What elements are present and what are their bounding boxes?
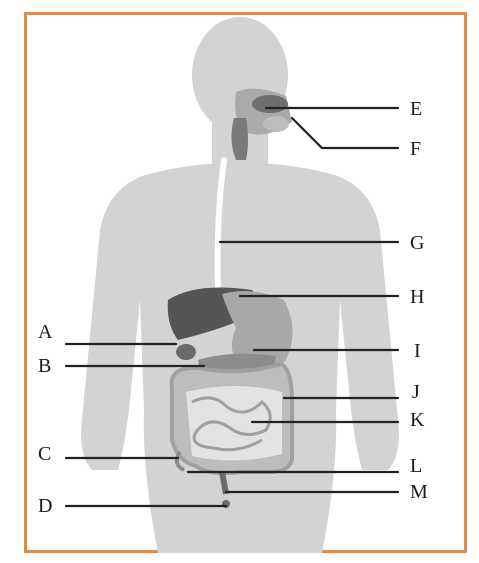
label-k: K — [410, 409, 425, 431]
label-g: G — [410, 232, 424, 254]
label-e: E — [410, 98, 422, 120]
gallbladder — [176, 344, 196, 360]
label-m: M — [410, 481, 428, 503]
label-i: I — [414, 340, 421, 362]
label-f: F — [410, 138, 421, 160]
label-h: H — [410, 286, 424, 308]
leader-line-f — [292, 118, 398, 148]
label-c: C — [38, 443, 51, 465]
label-l: L — [410, 455, 422, 477]
label-d: D — [38, 495, 52, 517]
label-j: J — [412, 381, 420, 403]
label-a: A — [38, 321, 53, 343]
label-b: B — [38, 355, 51, 377]
rectum — [222, 472, 226, 494]
